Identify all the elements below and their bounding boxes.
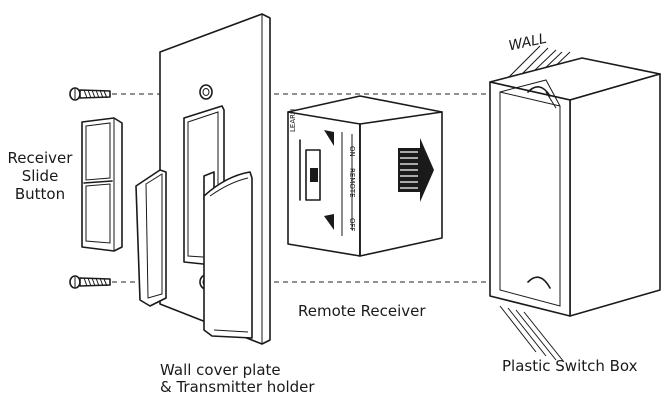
wall-label: WALL [507,31,548,55]
wall-cover-plate-drawing [135,13,271,345]
plastic-switch-box-label: Plastic Switch Box [502,357,638,375]
svg-text:Button: Button [15,185,65,203]
on-label: ON [348,146,356,157]
remote-receiver-drawing: LEARN ON REMOTE OFF [287,95,443,257]
svg-text:& Transmitter holder: & Transmitter holder [160,378,315,396]
receiver-slide-button-label: Receiver Slide Button [8,149,74,203]
top-screw-icon [69,87,111,101]
remote-label: REMOTE [348,168,356,198]
wall-cover-plate-label: Wall cover plate & Transmitter holder [160,361,315,396]
bottom-screw-icon [69,275,111,289]
svg-text:Slide: Slide [22,167,59,185]
svg-text:Receiver: Receiver [8,149,74,167]
svg-text:Wall cover plate: Wall cover plate [160,361,281,379]
off-label: OFF [348,218,356,232]
learn-label: LEARN [289,109,297,132]
receiver-slide-button-drawing [81,117,123,252]
remote-receiver-label: Remote Receiver [298,302,426,320]
receiver-arrow-icon [398,138,434,202]
plastic-switch-box-drawing [489,45,661,363]
